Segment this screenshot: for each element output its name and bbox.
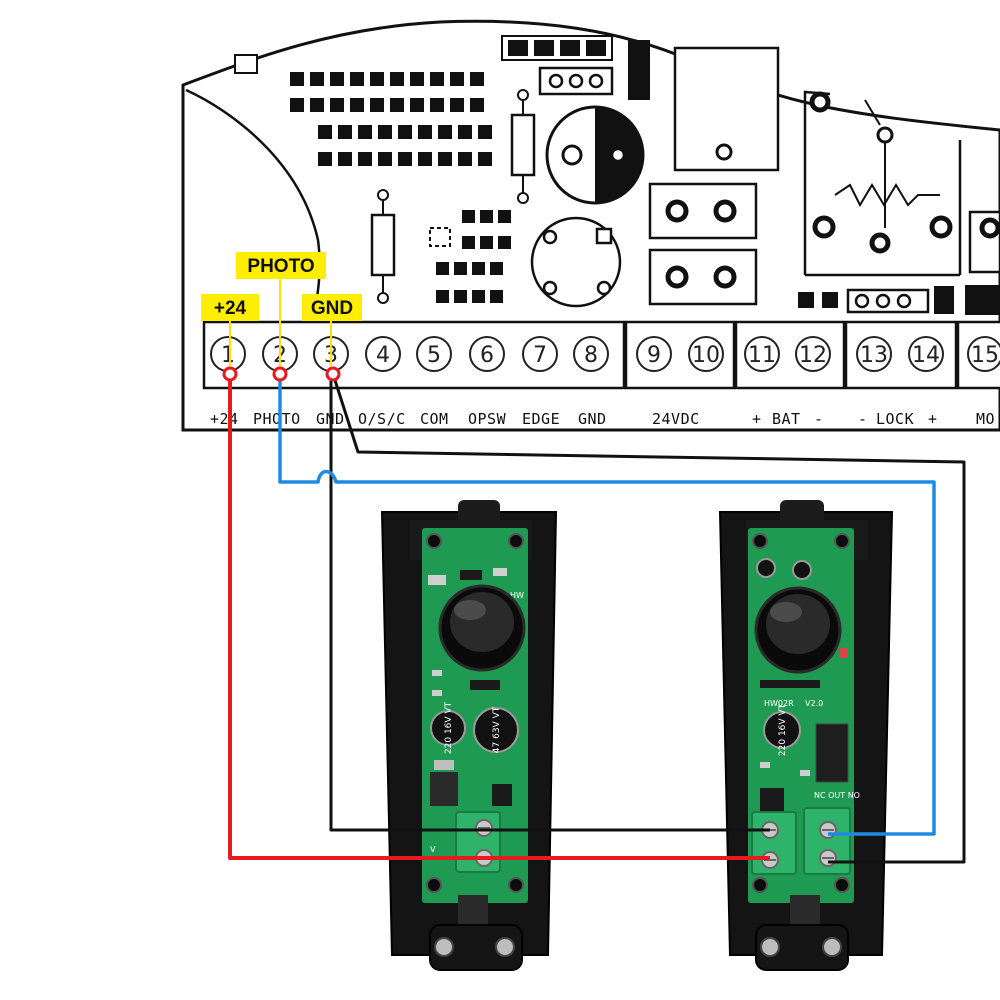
receiver-unit: HW02R V2.0 220 16V VT NC OUT NO: [718, 500, 894, 971]
rx-relay-label: NC OUT NO: [814, 791, 860, 800]
svg-text:220 16V VT: 220 16V VT: [778, 703, 788, 756]
terminal-7-number: 7: [533, 343, 547, 368]
terminal-11-circle: [744, 336, 780, 372]
svg-text:220 16V VT: 220 16V VT: [444, 701, 454, 754]
strip-label-photo: PHOTO: [253, 410, 301, 428]
callout-plus24-bg: [201, 294, 259, 321]
terminal-1-ring: [222, 366, 238, 382]
resistor: [370, 189, 396, 304]
transmitter-unit: HW 220 16V VT 47 63V VT V: [380, 500, 558, 971]
terminal-13-circle: [856, 336, 892, 372]
strip-label-edge: EDGE: [522, 410, 560, 428]
strip-label-lock-minus: -: [858, 410, 868, 428]
terminal-strip: 123456789101112131415: [202, 320, 1000, 390]
strip-label-24vdc: 24VDC: [652, 410, 700, 428]
terminal-10-circle: [688, 336, 724, 372]
receiver-lens: [754, 586, 842, 674]
callout-photo: PHOTO: [247, 256, 314, 277]
tx-capacitor-small: 220 16V VT: [430, 701, 466, 754]
wire-24v: [228, 374, 770, 860]
terminal-8-circle: [573, 336, 609, 372]
terminal-15-number: 15: [971, 343, 999, 368]
rx-relay: [815, 723, 849, 783]
terminal-5-number: 5: [427, 343, 441, 368]
terminal-1-number: 1: [221, 343, 235, 368]
svg-text:47 63V VT: 47 63V VT: [492, 706, 502, 753]
resistor: [510, 89, 536, 204]
strip-label-opsw: OPSW: [468, 410, 507, 428]
smd-part: [234, 54, 258, 74]
capacitor: [545, 105, 645, 205]
transmitter-lens: [438, 584, 526, 672]
strip-labels: +24 PHOTO GND O/S/C COM OPSW EDGE GND 24…: [210, 410, 995, 428]
rx-terminal-block-right: [803, 807, 851, 875]
tx-terminal-block: [455, 811, 501, 873]
callouts: PHOTO +24 GND: [201, 252, 362, 366]
rx-terminal-block-left: [751, 811, 797, 875]
terminal-8-number: 8: [584, 343, 598, 368]
ic-pin-grid: [290, 72, 492, 166]
callout-gnd-bg: [302, 294, 362, 321]
terminal-11-number: 11: [748, 343, 776, 368]
wire-gnd-branch: [329, 374, 770, 832]
strip-label-bat-minus: -: [814, 410, 824, 428]
tx-board-label: HW: [510, 591, 524, 600]
control-board: 123456789101112131415 +24 PHOTO GND O/S/…: [181, 19, 1000, 432]
terminal-12-number: 12: [799, 343, 827, 368]
tx-capacitor-large: 47 63V VT: [473, 706, 519, 753]
terminal-6-circle: [469, 336, 505, 372]
strip-label-gnd2: GND: [578, 410, 607, 428]
wires: [222, 366, 966, 864]
strip-label-bat: BAT: [772, 410, 801, 428]
wire-photo: [278, 374, 936, 836]
terminal-9-number: 9: [647, 343, 661, 368]
ic-socket: [436, 210, 511, 303]
terminal-10-number: 10: [692, 343, 720, 368]
tx-terminal-label: V: [430, 845, 436, 854]
rx-board-label: HW02R: [764, 699, 794, 708]
strip-label-lock-plus: +: [928, 410, 938, 428]
terminal-9-circle: [636, 336, 672, 372]
strip-label-bat-plus: +: [752, 410, 762, 428]
strip-label-osc: O/S/C: [358, 410, 406, 428]
terminal-15-circle: [967, 336, 1000, 372]
terminal-7-circle: [522, 336, 558, 372]
callout-plus24: +24: [214, 298, 247, 319]
coil: [530, 216, 622, 308]
callout-gnd: GND: [311, 298, 353, 319]
terminal-6-number: 6: [480, 343, 494, 368]
rx-version: V2.0: [805, 699, 823, 708]
terminal-4-circle: [365, 336, 401, 372]
strip-label-mo: MO: [976, 410, 995, 428]
terminal-12-circle: [795, 336, 831, 372]
wire-gnd: [331, 373, 966, 864]
strip-label-lock: LOCK: [876, 410, 914, 428]
terminal-2-ring: [272, 366, 288, 382]
callout-photo-bg: [236, 252, 326, 279]
strip-label-plus24: +24: [210, 410, 239, 428]
terminal-5-circle: [416, 336, 452, 372]
terminal-13-number: 13: [860, 343, 888, 368]
strip-label-com: COM: [420, 410, 449, 428]
terminal-14-number: 14: [912, 343, 940, 368]
terminal-3-ring: [325, 366, 341, 382]
rx-capacitor: 220 16V VT: [763, 703, 801, 756]
terminal-14-circle: [908, 336, 944, 372]
terminal-4-number: 4: [376, 343, 390, 368]
